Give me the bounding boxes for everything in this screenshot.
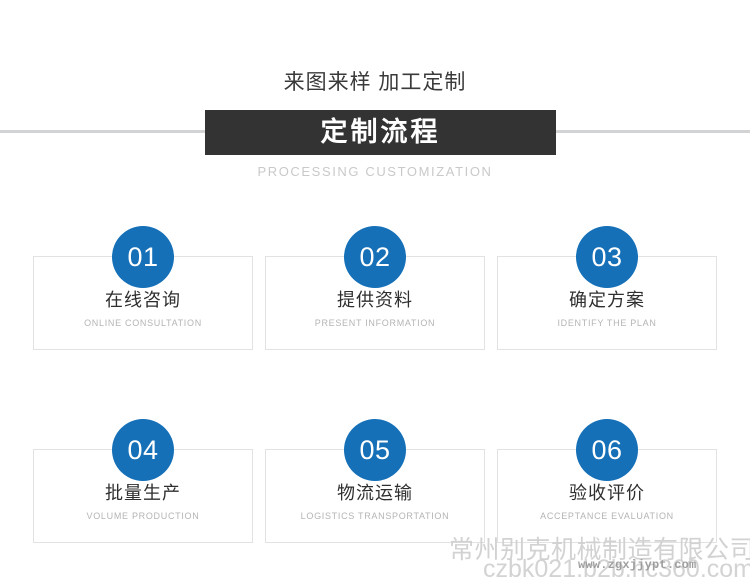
step-title-cn: 确定方案	[569, 290, 645, 310]
step-number-badge: 04	[112, 419, 174, 481]
step-title-en: VOLUME PRODUCTION	[86, 511, 200, 521]
steps-row-bottom: 04 批量生产 VOLUME PRODUCTION 05 物流运输 LOGIST…	[33, 418, 717, 543]
step-number-badge: 01	[112, 226, 174, 288]
header-banner-label: 定制流程	[320, 117, 441, 147]
step-body: 在线咨询 ONLINE CONSULTATION	[34, 291, 252, 328]
step-card-01[interactable]: 01 在线咨询 ONLINE CONSULTATION	[33, 226, 253, 350]
step-body: 提供资料 PRESENT INFORMATION	[266, 291, 484, 328]
step-title-en: ONLINE CONSULTATION	[84, 318, 202, 328]
step-title-en: ACCEPTANCE EVALUATION	[540, 511, 674, 521]
steps-grid: 01 在线咨询 ONLINE CONSULTATION 02 提供资料 PRES…	[33, 225, 717, 543]
step-card-02[interactable]: 02 提供资料 PRESENT INFORMATION	[265, 226, 485, 350]
step-title-cn: 批量生产	[105, 483, 181, 503]
page-title: 来图来样 加工定制	[283, 71, 467, 94]
watermark-site: czbk021.b2b.hc360.com	[483, 555, 750, 583]
step-number-badge: 06	[576, 419, 638, 481]
step-title-cn: 验收评价	[569, 483, 645, 503]
header-banner: 定制流程	[205, 110, 556, 155]
step-number-badge: 03	[576, 226, 638, 288]
step-card-05[interactable]: 05 物流运输 LOGISTICS TRANSPORTATION	[265, 419, 485, 543]
step-card-04[interactable]: 04 批量生产 VOLUME PRODUCTION	[33, 419, 253, 543]
page-subtitle: PROCESSING CUSTOMIZATION	[257, 164, 493, 179]
step-title-en: LOGISTICS TRANSPORTATION	[300, 511, 450, 521]
steps-row-top: 01 在线咨询 ONLINE CONSULTATION 02 提供资料 PRES…	[33, 225, 717, 350]
step-title-cn: 物流运输	[337, 483, 413, 503]
step-title-cn: 提供资料	[337, 290, 413, 310]
step-title-cn: 在线咨询	[105, 290, 181, 310]
step-card-06[interactable]: 06 验收评价 ACCEPTANCE EVALUATION	[497, 419, 717, 543]
step-card-03[interactable]: 03 确定方案 IDENTIFY THE PLAN	[497, 226, 717, 350]
step-body: 验收评价 ACCEPTANCE EVALUATION	[498, 484, 716, 521]
page-header: 来图来样 加工定制 定制流程 PROCESSING CUSTOMIZATION	[0, 0, 750, 200]
step-body: 物流运输 LOGISTICS TRANSPORTATION	[266, 484, 484, 521]
step-body: 确定方案 IDENTIFY THE PLAN	[498, 291, 716, 328]
watermark-url: www.zgxjjypt.com	[578, 558, 697, 572]
step-body: 批量生产 VOLUME PRODUCTION	[34, 484, 252, 521]
step-title-en: PRESENT INFORMATION	[314, 318, 436, 328]
step-title-en: IDENTIFY THE PLAN	[557, 318, 657, 328]
step-number-badge: 05	[344, 419, 406, 481]
step-number-badge: 02	[344, 226, 406, 288]
